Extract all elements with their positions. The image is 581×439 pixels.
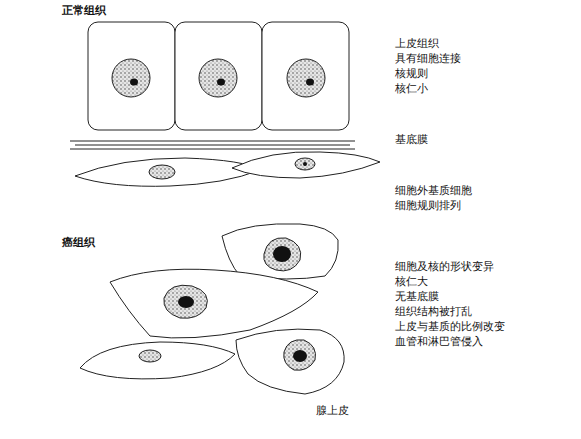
nucleolus <box>273 246 291 262</box>
section-heading: 癌组织 <box>62 236 95 249</box>
nucleolus <box>130 79 138 86</box>
nucleolus <box>306 79 314 86</box>
cancer-cell <box>236 329 344 394</box>
cell-nucleus <box>149 165 175 179</box>
nucleolus <box>217 79 225 86</box>
feature-note: 血管和淋巴管侵入 <box>395 335 483 348</box>
feature-note: 核仁大 <box>395 275 428 288</box>
stromal-cell <box>75 158 260 186</box>
feature-note: 组织结构被打乱 <box>395 305 472 318</box>
feature-note: 上皮与基质的比例改变 <box>395 320 505 333</box>
feature-note: 细胞外基质细胞 <box>395 184 472 197</box>
epithelial-cell <box>175 22 262 130</box>
feature-note: 上皮组织 <box>395 37 439 50</box>
cell-nucleus <box>295 158 315 170</box>
epithelial-cell <box>262 22 349 130</box>
feature-note: 基底膜 <box>395 133 428 146</box>
cancer-cell <box>222 224 338 279</box>
nucleolus <box>178 296 194 308</box>
feature-note: 具有细胞连接 <box>395 52 461 65</box>
feature-note: 核规则 <box>395 67 428 80</box>
cell-nucleus <box>264 238 301 271</box>
feature-note: 细胞及核的形状变异 <box>395 260 494 273</box>
cancer-cell <box>110 269 318 338</box>
feature-note: 无基底膜 <box>395 290 439 303</box>
basement-membrane <box>70 141 355 149</box>
cell-nucleus <box>287 59 325 97</box>
nucleolus <box>293 350 307 362</box>
cell-nucleus <box>139 350 161 362</box>
nucleolus <box>303 162 307 166</box>
feature-note: 细胞规则排列 <box>395 199 461 212</box>
cell-nucleus <box>164 285 208 318</box>
section-heading: 正常组织 <box>62 4 106 17</box>
cancer-cell <box>80 342 235 379</box>
stromal-cell <box>232 152 380 178</box>
epithelial-cell <box>88 22 175 130</box>
cell-nucleus <box>199 59 237 97</box>
figure-caption: 腺上皮 <box>316 404 349 417</box>
cell-nucleus <box>284 340 316 371</box>
feature-note: 核仁小 <box>395 82 428 95</box>
cell-nucleus <box>112 59 150 97</box>
